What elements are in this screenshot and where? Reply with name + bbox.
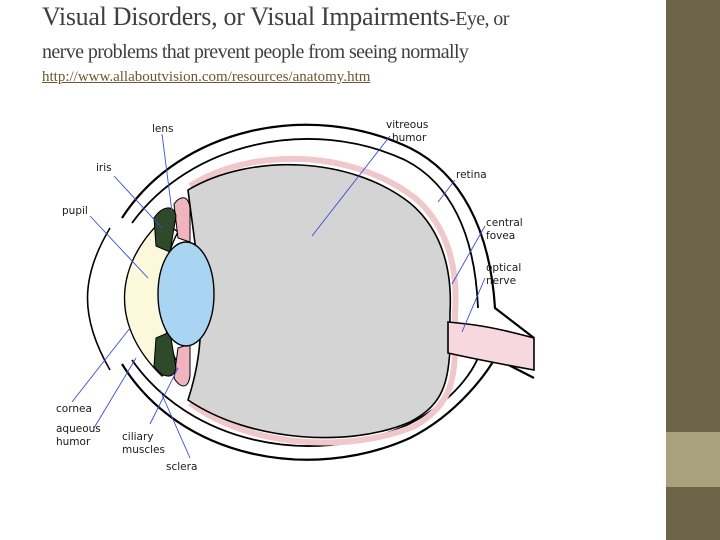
title-suffix: -Eye, or <box>449 8 509 30</box>
label-ciliary-1: ciliary <box>122 431 154 443</box>
pointer-line <box>149 367 179 425</box>
label-sclera: sclera <box>166 461 197 473</box>
label-central-2: fovea <box>486 230 515 242</box>
vitreous-body <box>187 163 452 439</box>
lens <box>157 241 215 347</box>
sclera-outer-line <box>121 123 535 339</box>
label-optical-2: nerve <box>486 275 516 287</box>
pointer-line <box>93 357 137 429</box>
pointer-line <box>461 277 486 333</box>
label-aqueous-2: humor <box>56 436 91 448</box>
pointer-line <box>89 215 149 279</box>
retina-band <box>188 155 459 446</box>
title-line-1: Visual Disorders, or Visual Impairments-… <box>42 4 662 30</box>
cornea-line <box>86 227 111 371</box>
title-main: Visual Disorders, or Visual Impairments <box>42 2 450 31</box>
side-decoration-accent <box>666 432 720 487</box>
reference-link[interactable]: http://www.allaboutvision.com/resources/… <box>42 69 371 85</box>
label-pupil: pupil <box>62 205 88 217</box>
label-aqueous-1: aqueous <box>56 423 101 435</box>
sclera-inner-line <box>131 138 479 309</box>
pointer-line <box>451 225 486 285</box>
label-vitreous-1: vitreous <box>386 119 428 131</box>
ciliary-lower <box>173 343 191 387</box>
label-retina: retina <box>456 169 487 181</box>
label-vitreous-2: humor <box>392 132 427 144</box>
pointer-line <box>311 135 391 237</box>
pointer-line <box>113 175 163 229</box>
slide-title: Visual Disorders, or Visual Impairments-… <box>42 4 662 63</box>
title-line-2: nerve problems that prevent people from … <box>42 41 469 63</box>
label-ciliary-2: muscles <box>122 444 165 456</box>
sclera-outer-line-lower <box>121 356 535 461</box>
pointer-line <box>71 327 131 403</box>
pointer-line <box>161 133 173 213</box>
label-lens: lens <box>152 123 174 135</box>
optic-nerve <box>447 321 535 371</box>
label-central-1: central <box>486 217 523 229</box>
ciliary-upper <box>173 197 191 243</box>
label-cornea: cornea <box>56 403 92 415</box>
label-optical-1: optical <box>486 262 521 274</box>
eye-anatomy-diagram: lens iris pupil vitreous humor retina ce… <box>50 108 536 476</box>
label-iris: iris <box>96 162 112 174</box>
pointer-line <box>159 389 191 459</box>
pointer-line <box>437 179 456 203</box>
